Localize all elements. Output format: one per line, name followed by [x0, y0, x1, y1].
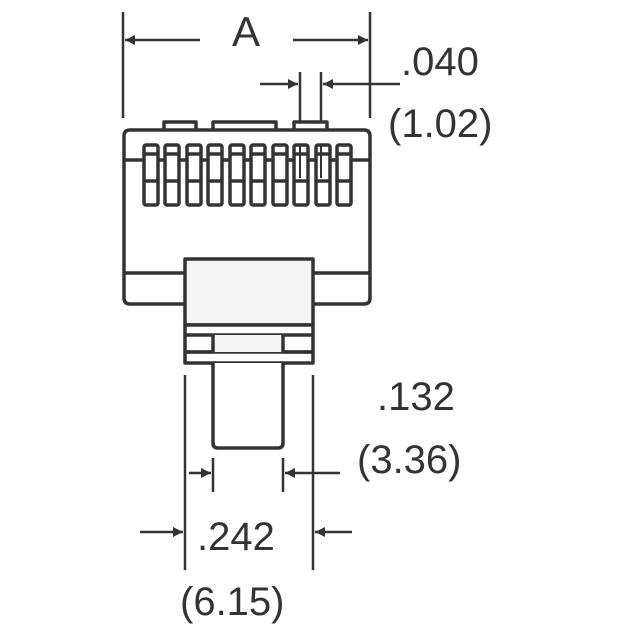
pin-7: [271, 143, 289, 207]
dimension-a: [121, 12, 372, 118]
tail-width-inch-label: .132: [377, 375, 455, 419]
pin-4: [206, 143, 224, 207]
boss-notch-fill: [213, 335, 283, 352]
pin-9: [314, 143, 332, 207]
pin-10: [335, 143, 353, 207]
pin-1: [142, 143, 160, 207]
boss-upper: [183, 257, 315, 327]
pin-pitch-mm-label: (1.02): [388, 102, 493, 146]
pin-2: [163, 143, 181, 207]
contact-pins: [142, 143, 353, 207]
dimension-boss-width: [140, 375, 352, 570]
tail-post: [211, 363, 285, 450]
pin-pitch-inch-label: .040: [401, 40, 479, 84]
pin-5: [228, 143, 246, 207]
pitch-extension-overlay: [299, 145, 322, 178]
boss-width-inch-label: .242: [197, 515, 275, 559]
dimension-tail-width: [189, 458, 340, 492]
pin-3: [185, 143, 203, 207]
tail-width-mm-label: (3.36): [357, 438, 462, 482]
pin-6: [249, 143, 267, 207]
dimension-a-label: A: [232, 8, 261, 55]
boss-width-mm-label: (6.15): [180, 580, 285, 624]
mounting-boss: [183, 257, 315, 365]
